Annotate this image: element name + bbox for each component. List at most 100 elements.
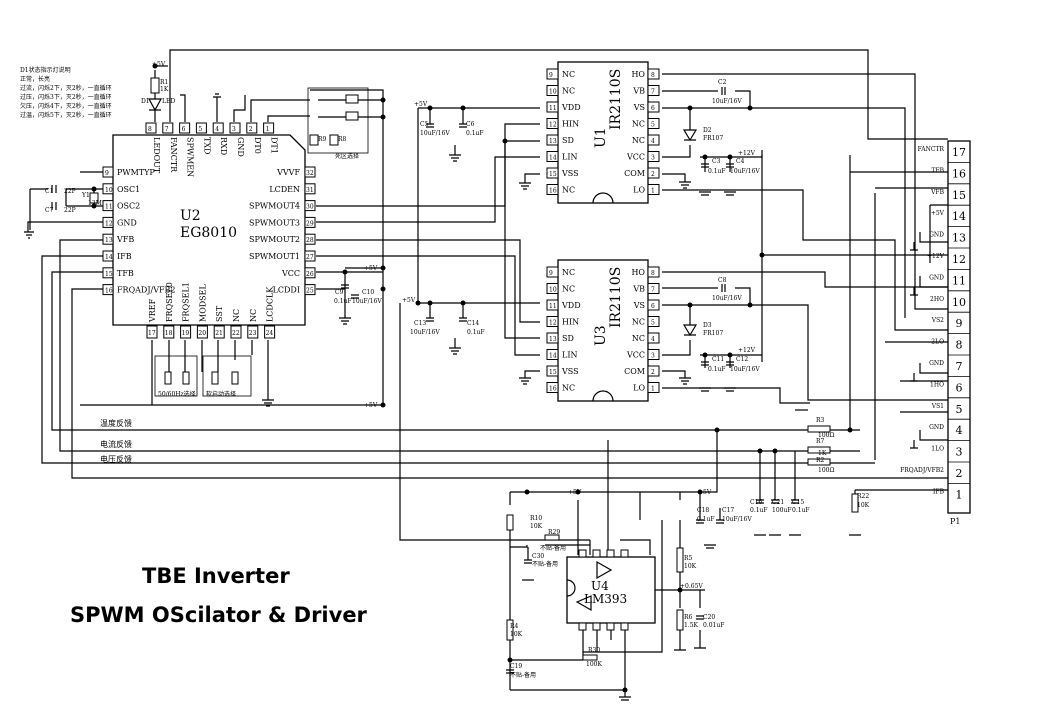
p1-pins: 17FANCTR16TFB15VFB14+5V13GND12+12V11GND1… <box>900 146 970 501</box>
pin-name: NC <box>562 268 575 277</box>
pin-box <box>546 151 559 162</box>
pin-box <box>102 267 114 279</box>
pin-name: OSC2 <box>117 202 140 211</box>
part-value: 100Ω <box>818 467 834 474</box>
junctions <box>91 63 853 693</box>
pin-number: 27 <box>306 254 314 261</box>
pin-number: 26 <box>306 271 314 278</box>
pin-number: 15 <box>105 271 113 278</box>
part-value: 100Ω <box>818 432 834 439</box>
pin-name: LIN <box>562 351 577 360</box>
pin-box <box>304 200 316 212</box>
pin-number: 28 <box>306 237 314 244</box>
connector-pin-number: 6 <box>956 381 963 394</box>
part-ref: R3 <box>816 417 825 424</box>
connector-pin-number: 3 <box>956 446 963 459</box>
pin-box <box>179 122 191 134</box>
connector-pin-label: FANCTR <box>918 146 945 153</box>
connector-pin-number: 13 <box>952 232 966 245</box>
pin-box <box>647 118 660 129</box>
u2-ref: U2 <box>180 208 201 224</box>
pin-box <box>304 284 316 296</box>
pin: 4NC <box>632 134 660 146</box>
pin-name: SPWMOUT3 <box>249 218 300 227</box>
pin-number: 22 <box>232 330 240 337</box>
pin-name: NC <box>232 309 241 322</box>
pin-number: 3 <box>232 126 236 133</box>
pin-number: 23 <box>249 330 257 337</box>
part-ref: R2 <box>816 457 825 464</box>
pin: 6VS <box>633 101 660 113</box>
pin-name: PWMTYP <box>117 168 155 177</box>
pin-box <box>145 122 157 134</box>
pin-box <box>304 183 316 195</box>
pin-box <box>304 267 316 279</box>
r8-label: R8 <box>338 136 347 143</box>
part-value: 0.1uF <box>708 366 726 373</box>
pin-box <box>546 332 559 344</box>
connector-p1: P1 17FANCTR16TFB15VFB14+5V13GND12+12V11G… <box>900 140 971 526</box>
connector-pin-number: 1 <box>956 488 963 501</box>
pin-number: 7 <box>165 126 169 133</box>
pin-box <box>163 325 175 339</box>
pin-name: GND <box>117 218 137 227</box>
connector-pin-number: 11 <box>952 274 966 287</box>
pin-name: OSC1 <box>117 185 140 194</box>
part-value: 22P <box>64 188 76 195</box>
part-value: 不贴-备用 <box>510 671 536 679</box>
part-value: 10uF/16V <box>410 329 440 336</box>
connector-pin-label: FRQADJ/VFB2 <box>900 467 944 474</box>
pin-box <box>546 184 559 195</box>
pin-number: 1 <box>266 126 270 133</box>
connector-pin-number: 4 <box>956 424 963 437</box>
freq-select: 50/60Hz选择 <box>154 355 198 398</box>
part-ref: C18 <box>697 507 709 514</box>
pin-number: 11 <box>105 204 113 211</box>
pin-name: NC <box>632 120 645 129</box>
u3-ref: U3 <box>593 325 609 346</box>
connector-pin-label: GND <box>929 232 944 239</box>
part-value: 10K <box>530 523 543 530</box>
pin-name: SPWMOUT4 <box>249 202 300 211</box>
connector-pin-number: 7 <box>956 360 963 373</box>
pin-name: SPWMEN <box>186 137 195 177</box>
part-ref: C5 <box>420 121 429 128</box>
connector-pin-label: GND <box>929 360 944 367</box>
pin: 11 OSC2 <box>102 200 140 212</box>
driver-u1: U1 IR2110S <box>557 61 649 204</box>
part-ref: R30 <box>588 647 600 654</box>
part-ref: C11 <box>712 356 724 363</box>
u2-part: EG8010 <box>180 225 237 241</box>
pin: 1LO <box>633 184 660 195</box>
pin-number: 12 <box>549 122 557 129</box>
part-value: 0.01uF <box>703 622 724 629</box>
part-value: 12M <box>88 200 102 207</box>
pin-name: LEDOUT <box>152 137 161 174</box>
rail-label: +5V <box>402 297 416 304</box>
connector-pin-label: VFB <box>930 189 944 196</box>
pin-number: 7 <box>651 89 655 96</box>
pin-number: 7 <box>651 287 655 294</box>
pin-number: 5 <box>651 122 655 129</box>
part-ref: R22 <box>857 493 869 500</box>
pin-name: LO <box>633 384 645 393</box>
pin-number: 8 <box>651 270 655 277</box>
pin-name: NC <box>562 87 575 96</box>
pin-name: NC <box>632 334 645 343</box>
connector-pin-label: VS2 <box>931 317 944 324</box>
part-ref: C21 <box>772 499 784 506</box>
pin-box <box>102 233 114 245</box>
pin-name: LCDCLK <box>266 286 275 322</box>
pin-number: 32 <box>306 170 314 177</box>
